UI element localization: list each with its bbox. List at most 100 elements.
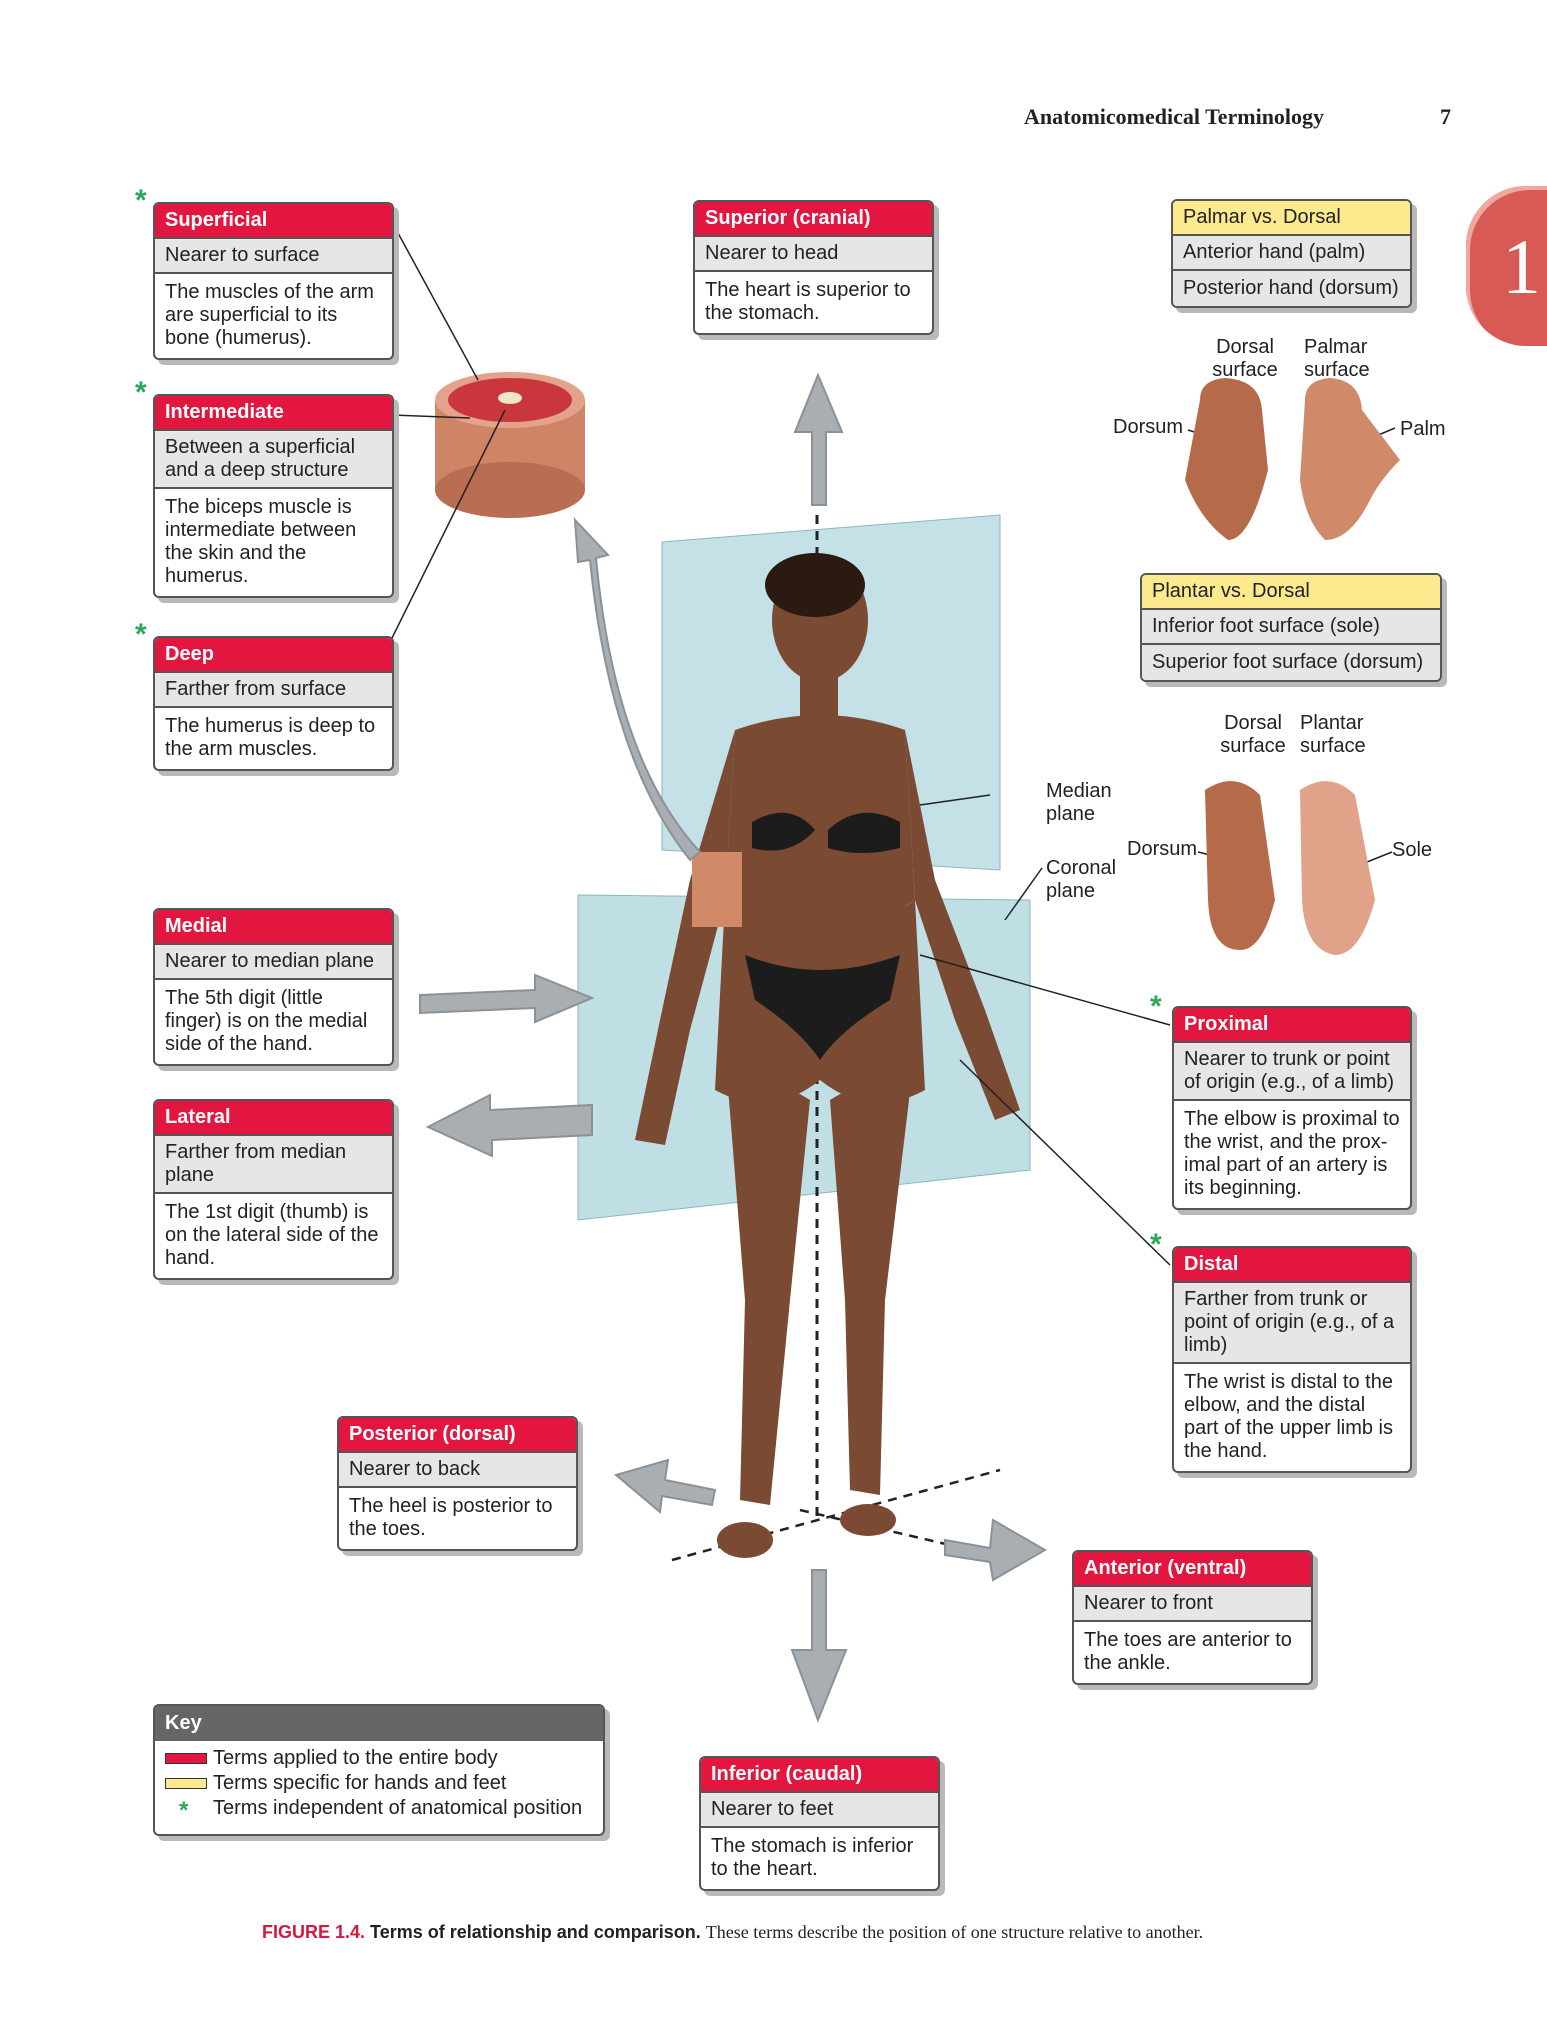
key-swatch-yellow bbox=[165, 1778, 207, 1789]
lateral-example: The 1st digit (thumb) is on the lateral … bbox=[165, 1201, 379, 1269]
chapter-tab: 1 bbox=[1466, 186, 1547, 346]
anterior-example: The toes are anterior to the ankle. bbox=[1084, 1629, 1292, 1674]
inferior-box: Inferior (caudal) Nearer to feet The sto… bbox=[699, 1756, 940, 1891]
intermediate-example: The biceps muscle is intermediate betwee… bbox=[165, 496, 357, 587]
medial-definition: Nearer to median plane bbox=[155, 945, 392, 980]
key-item-text: Terms applied to the entire body bbox=[213, 1747, 498, 1769]
palmar-dorsal-title: Palmar vs. Dorsal bbox=[1173, 201, 1410, 236]
medial-example: The 5th digit (little finger) is on the … bbox=[165, 987, 368, 1055]
lateral-arrow bbox=[425, 1093, 593, 1158]
superficial-box: Superficial Nearer to surface The muscle… bbox=[153, 202, 394, 360]
distal-definition: Farther from trunk or point of origin (e… bbox=[1174, 1283, 1410, 1364]
inferior-example: The stomach is inferior to the heart. bbox=[711, 1835, 914, 1880]
superior-arrow bbox=[793, 372, 844, 506]
inferior-definition: Nearer to feet bbox=[701, 1793, 938, 1828]
independent-star-proximal: * bbox=[1150, 990, 1162, 1023]
lateral-definition: Farther from median plane bbox=[155, 1136, 392, 1194]
hair bbox=[765, 553, 865, 617]
key-item-entire-body: Terms applied to the entire body bbox=[155, 1746, 603, 1771]
distal-box: Distal Farther from trunk or point of or… bbox=[1172, 1246, 1412, 1473]
superior-example: The heart is superior to the stomach. bbox=[705, 279, 911, 324]
anterior-box: Anterior (ventral) Nearer to front The t… bbox=[1072, 1550, 1313, 1685]
chapter-number: 1 bbox=[1502, 223, 1541, 310]
posterior-example: The heel is posterior to the toes. bbox=[349, 1495, 553, 1540]
inferior-title: Inferior (caudal) bbox=[701, 1758, 938, 1793]
foot-illustrations bbox=[1205, 781, 1375, 955]
distal-title: Distal bbox=[1174, 1248, 1410, 1283]
intermediate-title: Intermediate bbox=[155, 396, 392, 431]
palmar-definition: Anterior hand (palm) bbox=[1173, 236, 1410, 271]
figure-caption: FIGURE 1.4. Terms of relationship and co… bbox=[262, 1922, 1203, 1943]
key-item-independent: * Terms independent of anatomical positi… bbox=[155, 1796, 603, 1824]
superficial-definition: Nearer to surface bbox=[155, 239, 392, 274]
plantar-definition: Inferior foot surface (sole) bbox=[1142, 610, 1440, 645]
lateral-title: Lateral bbox=[155, 1101, 392, 1136]
key-legend: Key Terms applied to the entire body Ter… bbox=[153, 1704, 605, 1836]
posterior-arrow bbox=[613, 1458, 717, 1514]
deep-title: Deep bbox=[155, 638, 392, 673]
running-header-title: Anatomicomedical Terminology bbox=[1024, 104, 1325, 129]
key-star-symbol: * bbox=[179, 1797, 189, 1824]
anterior-title: Anterior (ventral) bbox=[1074, 1552, 1311, 1587]
medial-box: Medial Nearer to median plane The 5th di… bbox=[153, 908, 394, 1066]
anterior-arrow bbox=[944, 1518, 1048, 1582]
ground-axis-b bbox=[799, 1508, 951, 1547]
dorsal-hand-definition: Posterior hand (dorsum) bbox=[1173, 271, 1410, 306]
proximal-example: The elbow is proximal to the wrist, and … bbox=[1184, 1108, 1400, 1199]
proximal-title: Proximal bbox=[1174, 1008, 1410, 1043]
label-dorsum-foot: Dorsum bbox=[1127, 838, 1198, 860]
proximal-definition: Nearer to trunk or point of origin (e.g.… bbox=[1174, 1043, 1410, 1101]
independent-star-superficial: * bbox=[135, 184, 147, 217]
independent-star-deep: * bbox=[135, 618, 147, 651]
dorsal-foot-definition: Superior foot surface (dorsum) bbox=[1142, 645, 1440, 680]
superficial-deep-arrow bbox=[573, 517, 702, 862]
medial-title: Medial bbox=[155, 910, 392, 945]
plantar-dorsal-title: Plantar vs. Dorsal bbox=[1142, 575, 1440, 610]
key-swatch-red bbox=[165, 1753, 207, 1764]
label-palmar-surface: Palmar surface bbox=[1304, 336, 1370, 381]
anterior-definition: Nearer to front bbox=[1074, 1587, 1311, 1622]
deep-example: The humerus is deep to the arm muscles. bbox=[165, 715, 376, 760]
arm-cross-section bbox=[435, 372, 585, 518]
key-item-text: Terms specific for hands and feet bbox=[213, 1772, 507, 1794]
label-dorsum-hand: Dorsum bbox=[1113, 416, 1184, 438]
superficial-title: Superficial bbox=[155, 204, 392, 239]
plantar-dorsal-box: Plantar vs. Dorsal Inferior foot surface… bbox=[1140, 573, 1442, 682]
figure-caption-text: These terms describe the position of one… bbox=[705, 1922, 1204, 1942]
superficial-example: The muscles of the arm are superficial t… bbox=[165, 281, 374, 349]
key-title: Key bbox=[155, 1706, 603, 1741]
medial-arrow bbox=[419, 973, 595, 1024]
label-median-plane: Median plane bbox=[1046, 780, 1112, 825]
posterior-box: Posterior (dorsal) Nearer to back The he… bbox=[337, 1416, 578, 1551]
proximal-box: Proximal Nearer to trunk or point of ori… bbox=[1172, 1006, 1412, 1210]
inferior-arrow bbox=[790, 1569, 848, 1723]
posterior-definition: Nearer to back bbox=[339, 1453, 576, 1488]
key-item-hands-feet: Terms specific for hands and feet bbox=[155, 1771, 603, 1796]
independent-star-distal: * bbox=[1150, 1228, 1162, 1261]
label-palm: Palm bbox=[1400, 418, 1446, 440]
figure-number: FIGURE 1.4. bbox=[262, 1922, 366, 1942]
label-sole: Sole bbox=[1392, 839, 1433, 861]
distal-example: The wrist is distal to the elbow, and th… bbox=[1184, 1371, 1393, 1462]
intermediate-definition: Between a superficial and a deep structu… bbox=[155, 431, 392, 489]
intermediate-box: Intermediate Between a superficial and a… bbox=[153, 394, 394, 598]
palmar-dorsal-box: Palmar vs. Dorsal Anterior hand (palm) P… bbox=[1171, 199, 1412, 308]
key-item-text: Terms independent of anatomical position bbox=[213, 1797, 583, 1819]
superior-title: Superior (cranial) bbox=[695, 202, 932, 237]
figure-caption-title: Terms of relationship and comparison. bbox=[370, 1922, 701, 1942]
page-number: 7 bbox=[1440, 104, 1451, 129]
label-dorsal-surface-hand: Dorsal surface bbox=[1212, 336, 1278, 381]
label-coronal-plane: Coronal plane bbox=[1046, 857, 1117, 902]
direction-arrows bbox=[419, 372, 1048, 1723]
independent-star-intermediate: * bbox=[135, 376, 147, 409]
superior-box: Superior (cranial) Nearer to head The he… bbox=[693, 200, 934, 335]
label-dorsal-surface-foot: Dorsal surface bbox=[1220, 712, 1286, 757]
lateral-box: Lateral Farther from median plane The 1s… bbox=[153, 1099, 394, 1280]
swimwear bbox=[745, 812, 900, 1060]
posterior-title: Posterior (dorsal) bbox=[339, 1418, 576, 1453]
deep-definition: Farther from surface bbox=[155, 673, 392, 708]
arm-segment bbox=[692, 852, 742, 927]
superior-definition: Nearer to head bbox=[695, 237, 932, 272]
deep-box: Deep Farther from surface The humerus is… bbox=[153, 636, 394, 771]
